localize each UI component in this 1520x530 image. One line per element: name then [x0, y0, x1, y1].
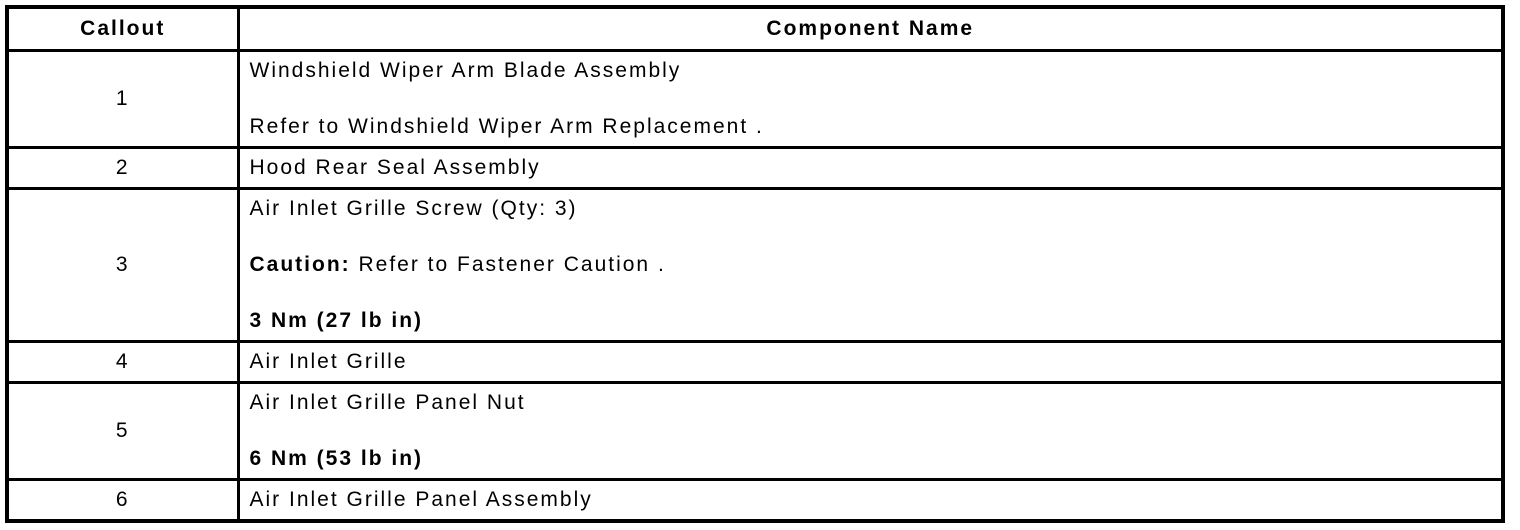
callout-cell: 2	[5, 146, 240, 190]
component-cell: Air Inlet Grille Panel Assembly	[236, 478, 1505, 523]
table-row: 3 Air Inlet Grille Screw (Qty: 3) Caution:…	[5, 187, 1505, 343]
table-row: 2 Hood Rear Seal Assembly	[5, 146, 1505, 190]
component-text: Air Inlet Grille Panel Nut	[249, 391, 526, 414]
component-text: Hood Rear Seal Assembly	[249, 156, 541, 179]
header-component-name: Component Name	[236, 5, 1505, 52]
callout-cell: 6	[5, 478, 240, 523]
torque-spec-text: 6 Nm (53 lb in)	[249, 447, 424, 470]
caution-label: Caution:	[249, 253, 351, 276]
component-cell: Air Inlet Grille	[236, 340, 1505, 384]
table-row: 6 Air Inlet Grille Panel Assembly	[5, 478, 1505, 523]
callout-cell: 1	[5, 49, 240, 149]
component-cell: Hood Rear Seal Assembly	[236, 146, 1505, 190]
component-text: Refer to Windshield Wiper Arm Replacemen…	[249, 115, 764, 138]
torque-spec-text: 3 Nm (27 lb in)	[249, 309, 424, 332]
callout-cell: 4	[5, 340, 240, 384]
table-row: 4 Air Inlet Grille	[5, 340, 1505, 384]
component-text: Air Inlet Grille Panel Assembly	[249, 488, 593, 511]
callout-cell: 3	[5, 187, 240, 343]
component-text: Air Inlet Grille	[249, 350, 408, 373]
component-cell: Air Inlet Grille Panel Nut 6 Nm (53 lb in…	[236, 381, 1505, 481]
component-text: Air Inlet Grille Screw (Qty: 3)	[249, 197, 578, 220]
header-callout: Callout	[5, 5, 240, 52]
component-cell: Air Inlet Grille Screw (Qty: 3) Caution: …	[236, 187, 1505, 343]
table-header: Callout Component Name	[5, 5, 1505, 52]
header-row: Callout Component Name	[5, 5, 1505, 52]
callout-cell: 5	[5, 381, 240, 481]
component-text: Windshield Wiper Arm Blade Assembly	[249, 59, 682, 82]
table-row: 5 Air Inlet Grille Panel Nut 6 Nm (53 lb i…	[5, 381, 1505, 481]
caution-text: Caution: Refer to Fastener Caution .	[249, 253, 666, 276]
